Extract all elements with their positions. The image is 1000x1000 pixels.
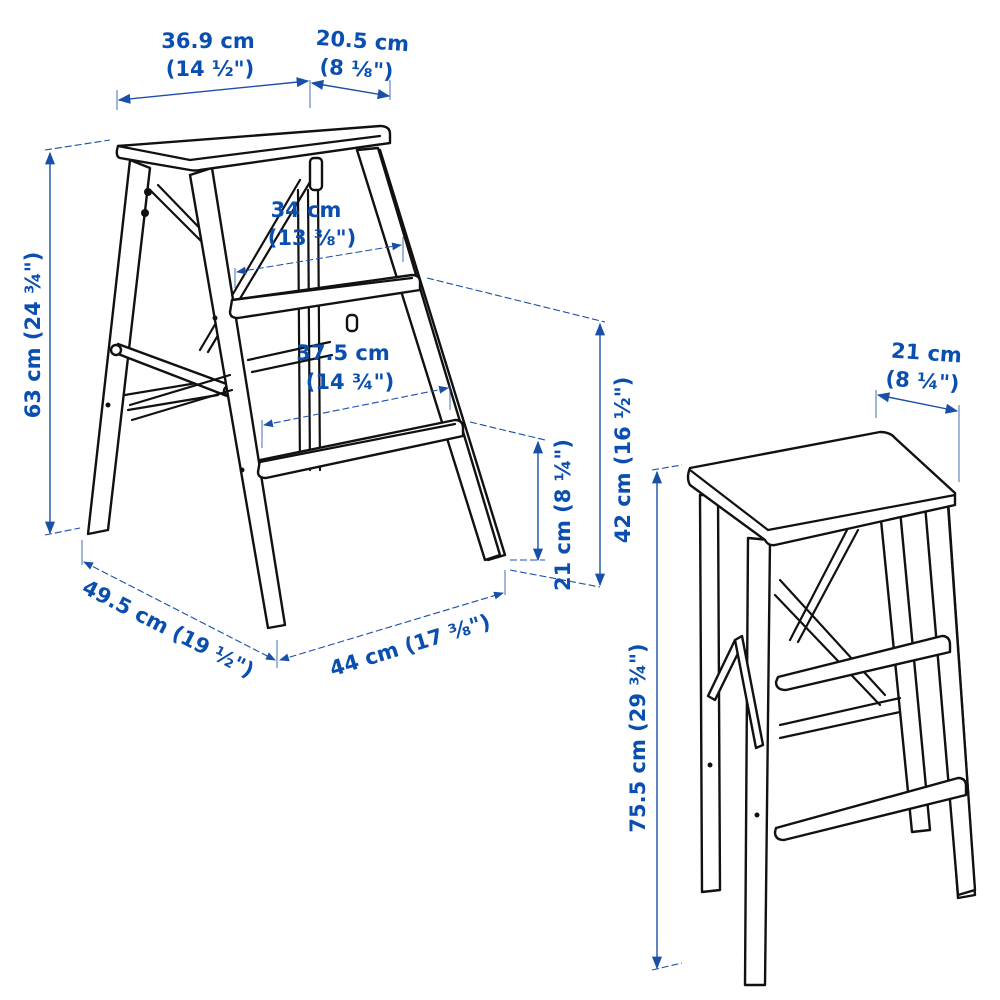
dim-top-width: 36.9 cm (14 ½")	[116, 29, 311, 110]
top-width-metric: 36.9 cm	[161, 29, 254, 53]
dim-total-height: 63 cm (24 ¾")	[21, 139, 111, 536]
base-depth-label: 49.5 cm (19 ½")	[78, 575, 257, 682]
dim-lower-step-height: 21 cm (8 ¼")	[469, 421, 575, 591]
top-depth-metric: 20.5 cm	[315, 26, 410, 56]
dim-upper-step-width: 34 cm (13 ⅜")	[234, 198, 404, 288]
upper-step-imperial: (13 ⅜")	[268, 226, 356, 250]
lower-step-imperial: (14 ¾")	[306, 370, 394, 394]
folded-height-label: 75.5 cm (29 ¾")	[626, 643, 650, 832]
dim-folded-depth: 21 cm (8 ¼")	[875, 339, 963, 482]
top-depth-imperial: (8 ⅛")	[319, 54, 394, 83]
folded-depth-metric: 21 cm	[890, 339, 962, 368]
open-stool-drawing	[86, 124, 507, 630]
folded-depth-imperial: (8 ¼")	[885, 366, 960, 395]
upper-step-metric: 34 cm	[271, 198, 342, 222]
dim-lower-step-width: 37.5 cm (14 ¾")	[261, 341, 451, 448]
dim-top-depth: 20.5 cm (8 ⅛")	[310, 26, 410, 100]
total-height-label: 63 cm (24 ¾")	[21, 252, 45, 419]
dim-folded-height: 75.5 cm (29 ¾")	[626, 464, 683, 971]
folded-stool-drawing	[686, 430, 977, 987]
base-width-label: 44 cm (17 ⅜")	[327, 609, 493, 681]
top-width-imperial: (14 ½")	[166, 57, 254, 81]
upper-step-height-label: 42 cm (16 ½")	[611, 377, 635, 544]
dim-base-depth: 49.5 cm (19 ½")	[78, 540, 278, 682]
lower-step-metric: 37.5 cm	[296, 341, 389, 365]
dim-upper-step-height: 42 cm (16 ½")	[426, 277, 635, 588]
lower-step-height-label: 21 cm (8 ¼")	[551, 439, 575, 591]
dim-base-width: 44 cm (17 ⅜")	[279, 570, 506, 681]
